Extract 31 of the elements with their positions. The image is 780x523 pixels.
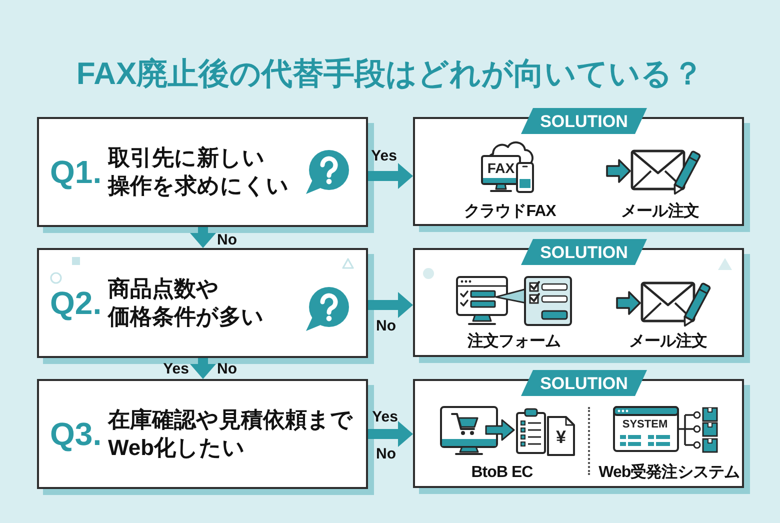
edge-label: Yes <box>371 148 397 164</box>
title: FAX廃止後の代替手段はどれが向いている？ <box>76 55 704 93</box>
edge-label: Yes <box>372 410 398 424</box>
solution-label: Web受発注システム <box>598 465 740 481</box>
question-text: 取引先に新しい操作を求めにくい <box>108 144 289 200</box>
solution-label: メール注文 <box>621 204 699 220</box>
arrow <box>190 227 216 248</box>
question-number: Q3. <box>50 418 102 450</box>
question-number: Q1. <box>50 156 102 188</box>
solution-label: BtoB EC <box>471 465 533 481</box>
question-text: 商品点数や価格条件が多い <box>108 275 264 331</box>
edge-label: No <box>376 318 396 334</box>
arrow <box>368 163 413 189</box>
solution-tag: SOLUTION <box>521 370 647 396</box>
branch-label: No <box>376 446 396 462</box>
solution-label: メール注文 <box>629 334 707 350</box>
question-number: Q2. <box>50 287 102 319</box>
arrow <box>368 421 413 447</box>
arrow <box>368 292 413 318</box>
question-text: 在庫確認や見積依頼までWeb化したい <box>108 406 353 462</box>
edge-label: No <box>217 232 237 248</box>
branch-label: No <box>217 362 237 376</box>
screen-text: SYSTEM <box>622 420 668 430</box>
solution-label: クラウドFAX <box>464 204 556 220</box>
arrow <box>190 358 216 379</box>
solution-tag: SOLUTION <box>521 239 647 265</box>
edge-label: Yes <box>163 362 189 376</box>
solution-label: 注文フォーム <box>467 334 561 350</box>
solution-tag: SOLUTION <box>521 108 647 134</box>
screen-text: FAX <box>487 161 515 175</box>
yen-symbol: ¥ <box>556 428 566 446</box>
